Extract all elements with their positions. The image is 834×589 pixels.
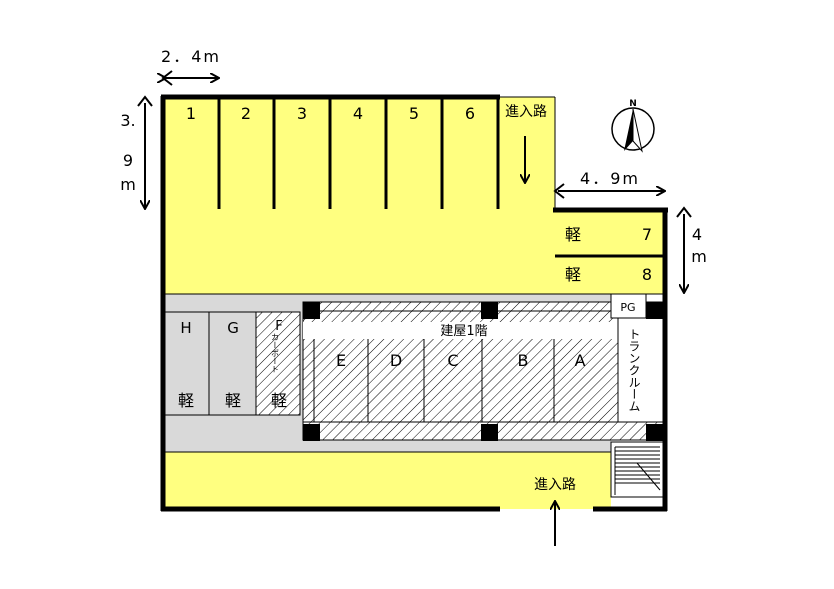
slot-label-1: 1 — [186, 104, 196, 123]
north-label: N — [629, 99, 637, 109]
entrance-top-label: 進入路 — [505, 104, 547, 120]
upper-parking-area — [163, 97, 555, 294]
slot-dividers — [217, 97, 665, 258]
pg-box — [610, 293, 647, 319]
lower-parking-area — [163, 452, 611, 509]
kei-parking-area — [555, 210, 665, 294]
kei-slot-7-number: 7 — [642, 225, 652, 244]
dim-right-depth-num: 4 — [692, 225, 702, 244]
building-slot-d: D — [390, 351, 402, 370]
building-label-band — [303, 322, 618, 339]
pillar — [303, 302, 320, 319]
north-compass-icon: N — [611, 99, 655, 153]
dim-slot-width: 2．4m — [161, 47, 221, 66]
slot-label-2: 2 — [241, 104, 251, 123]
slot-g-letter: G — [227, 319, 239, 337]
slot-f-letter: F — [275, 319, 282, 334]
slot-label-6: 6 — [465, 104, 475, 123]
staircase — [610, 441, 664, 498]
building-slot-a: A — [575, 351, 586, 370]
pillar — [303, 424, 320, 441]
trunk-room-label: トランクルーム — [627, 328, 641, 412]
dim-right-depth-unit: m — [691, 247, 707, 266]
pg-label: PG — [620, 301, 635, 314]
entrance-lane-top — [500, 97, 555, 210]
building-slot-c: C — [447, 351, 458, 370]
slot-h-letter: H — [180, 319, 191, 337]
pillar — [646, 302, 663, 319]
stair-steps — [614, 446, 661, 495]
building-label: 建屋1階 — [440, 324, 487, 339]
pillar — [646, 424, 663, 441]
dim-slot-depth-unit: m — [120, 175, 136, 194]
dim-slot-depth-1: 3. — [120, 111, 135, 130]
building-slot-e: E — [336, 351, 346, 370]
entrance-bottom-label: 進入路 — [534, 477, 576, 493]
slot-g-kind: 軽 — [225, 391, 241, 410]
slot-label-4: 4 — [353, 104, 363, 123]
slot-f-kind: 軽 — [271, 391, 287, 410]
slot-f-carport-note: カーポート — [271, 333, 280, 373]
slot-h-kind: 軽 — [178, 391, 194, 410]
slot-f-carport — [255, 311, 301, 416]
kei-slot-8-number: 8 — [642, 265, 652, 284]
slot-label-3: 3 — [297, 104, 307, 123]
dim-right-width: 4．9m — [580, 169, 640, 188]
dim-slot-depth-2: 9 — [123, 151, 133, 170]
pillar — [481, 302, 498, 319]
pillar — [481, 424, 498, 441]
slot-label-5: 5 — [409, 104, 419, 123]
building-slot-b: B — [518, 351, 529, 370]
kei-slot-8-label: 軽 — [565, 265, 581, 284]
kei-slot-7-label: 軽 — [565, 225, 581, 244]
